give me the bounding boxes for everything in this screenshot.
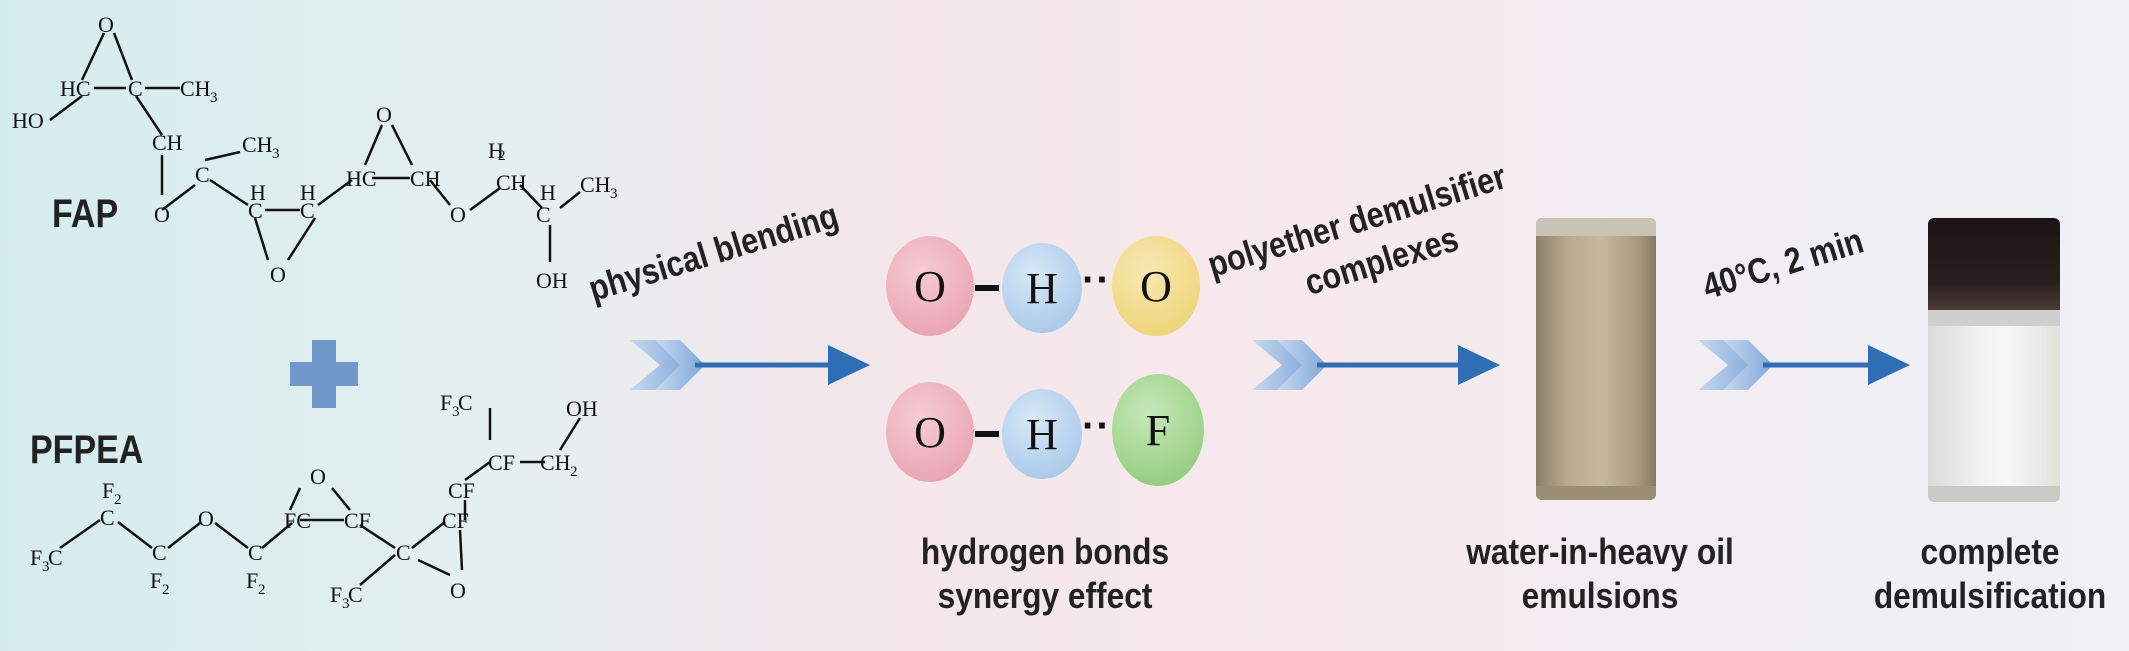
svg-text:3: 3 [42, 559, 50, 575]
oxygen-ball-yellow: O [1112, 236, 1200, 336]
plus-icon [290, 340, 358, 408]
svg-text:2: 2 [258, 582, 266, 598]
emulsion-vial [1536, 218, 1656, 500]
svg-text:FC: FC [284, 508, 311, 533]
hydrogen-ball: H [1002, 389, 1082, 479]
svg-text:F: F [30, 545, 42, 570]
svg-text:F: F [102, 478, 114, 503]
svg-text:C: C [248, 198, 263, 223]
result-caption: complete demulsification [1867, 530, 2113, 618]
svg-text:OH: OH [536, 268, 568, 293]
svg-text:H: H [488, 138, 504, 163]
svg-text:O: O [310, 464, 326, 489]
svg-text:F: F [246, 568, 258, 593]
arrow-blend-icon [630, 340, 870, 390]
svg-text:C: C [458, 390, 473, 415]
svg-text:CH: CH [152, 130, 183, 155]
svg-text:C: C [396, 540, 411, 565]
svg-text:C: C [300, 198, 315, 223]
arrow-complex-icon [1252, 340, 1500, 390]
svg-text:CH: CH [180, 76, 211, 101]
svg-text:3: 3 [610, 186, 618, 202]
hydrogen-bonds-caption: hydrogen bonds synergy effect [900, 530, 1190, 618]
svg-text:C: C [536, 202, 551, 227]
pfpea-label: PFPEA [30, 428, 144, 472]
svg-text:C: C [128, 76, 143, 101]
svg-text:CF: CF [344, 508, 371, 533]
svg-text:HC: HC [346, 166, 377, 191]
svg-text:C: C [348, 582, 363, 607]
svg-text:O: O [450, 202, 466, 227]
svg-text:3: 3 [452, 404, 460, 420]
svg-text:H: H [250, 180, 266, 205]
emulsion-line1: water-in-heavy oil [1466, 531, 1734, 572]
result-line1: complete [1920, 531, 2060, 572]
covalent-bond [975, 285, 999, 291]
svg-text:O: O [376, 102, 392, 127]
svg-text:2: 2 [570, 464, 578, 480]
svg-text:C: C [100, 505, 115, 530]
svg-text:O: O [450, 578, 466, 603]
svg-text:CF: CF [442, 508, 469, 533]
svg-text:C: C [195, 162, 210, 187]
svg-text:CH: CH [540, 450, 571, 475]
svg-text:H: H [540, 180, 556, 205]
svg-text:F: F [330, 582, 342, 607]
svg-text:O: O [154, 202, 170, 227]
svg-text:O: O [198, 506, 214, 531]
svg-text:HO: HO [12, 108, 44, 133]
svg-text:3: 3 [272, 146, 280, 162]
demulsified-vial [1928, 218, 2060, 502]
svg-text:2: 2 [498, 148, 506, 164]
svg-text:3: 3 [342, 596, 350, 612]
caption-line1: hydrogen bonds [920, 531, 1170, 572]
svg-text:CH: CH [580, 172, 611, 197]
oxygen-ball: O [886, 236, 974, 336]
svg-text:C: C [48, 545, 63, 570]
fap-label: FAP [52, 192, 119, 236]
svg-text:CF: CF [448, 478, 475, 503]
svg-text:H: H [300, 180, 316, 205]
caption-line2: synergy effect [937, 575, 1153, 616]
covalent-bond [975, 431, 999, 437]
svg-text:HC: HC [60, 76, 91, 101]
arrow-heat-icon [1698, 340, 1910, 390]
emulsion-line2: emulsions [1521, 575, 1679, 616]
svg-text:C: C [152, 540, 167, 565]
svg-text:O: O [98, 12, 114, 37]
svg-text:C: C [248, 540, 263, 565]
svg-text:OH: OH [566, 396, 598, 421]
svg-text:CH: CH [410, 166, 441, 191]
svg-text:O: O [270, 262, 286, 287]
emulsion-caption: water-in-heavy oil emulsions [1459, 530, 1741, 618]
svg-text:2: 2 [114, 492, 122, 508]
svg-text:CH: CH [496, 170, 527, 195]
svg-text:CH: CH [242, 132, 273, 157]
hydrogen-ball: H [1002, 243, 1082, 333]
svg-text:2: 2 [162, 582, 170, 598]
oxygen-ball: O [886, 382, 974, 482]
svg-text:3: 3 [210, 90, 218, 106]
svg-text:F: F [150, 568, 162, 593]
svg-text:CF: CF [488, 450, 515, 475]
result-line2: demulsification [1873, 575, 2107, 616]
svg-text:F: F [440, 390, 452, 415]
fluorine-ball: F [1112, 374, 1204, 486]
